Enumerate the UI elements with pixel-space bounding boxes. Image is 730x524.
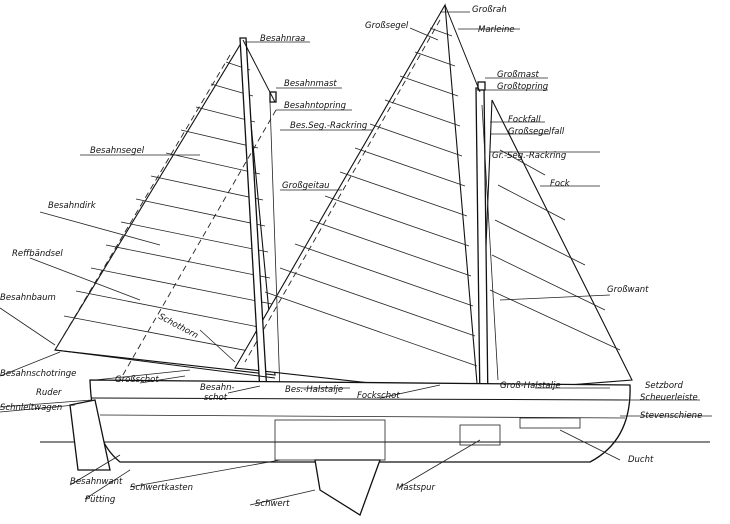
label-grossrah: Großrah: [472, 5, 507, 15]
label-schwertkasten: Schwertkasten: [130, 483, 193, 493]
schwert-centreboard: [314, 459, 381, 516]
label-besahnraa: Besahnraa: [260, 34, 305, 44]
ruder-rudder: [69, 399, 111, 471]
label-besahnbaum: Besahnbaum: [0, 293, 56, 303]
label-grosstopring: Großtopring: [497, 82, 549, 92]
hull-plank: [99, 414, 626, 419]
label-schwert: Schwert: [255, 499, 290, 509]
label-gross-halstalje: Groß-Halstalje: [500, 381, 561, 391]
label-besahnschot: Besahn-schot: [200, 383, 235, 403]
grosssegel-sail: [234, 3, 479, 396]
label-grossmast: Großmast: [497, 70, 540, 80]
label-besahnwant: Besahnwant: [70, 477, 123, 487]
label-fockschot: Fockschot: [357, 391, 400, 401]
grossmast-mast: [475, 87, 489, 406]
besahnraa-gaff: [242, 39, 276, 103]
label-stevenschiene: Stevenschiene: [640, 411, 702, 421]
label-grosssegel: Großsegel: [365, 21, 409, 31]
label-grossgeitau: Großgeitau: [282, 181, 330, 191]
besahnmast-topring: [269, 91, 277, 103]
label-marleine: Marleine: [478, 25, 515, 35]
grosswant-shroud: [481, 104, 499, 381]
besahnbaum-boom: [54, 349, 276, 379]
label-mastspur: Mastspur: [396, 483, 436, 493]
label-besahnsegel: Besahnsegel: [90, 146, 145, 156]
label-fock: Fock: [550, 179, 571, 189]
label-scheuerleiste: Scheuerleiste: [640, 393, 698, 403]
label-ruder: Ruder: [36, 388, 62, 398]
besahnsegel-sail: [54, 38, 276, 376]
label-besahntopring: Besahntopring: [284, 101, 347, 111]
label-fockfall: Fockfall: [508, 115, 541, 125]
schwertkasten-box: [274, 419, 386, 461]
label-grosssegelfall: Großsegelfall: [508, 127, 565, 137]
besahnwant-shroud: [269, 101, 281, 393]
grosssegel-reef-lines: [244, 19, 478, 367]
leader-lines: [0, 11, 712, 506]
label-besahndirk: Besahndirk: [48, 201, 97, 211]
label-besahnmast: Besahnmast: [284, 79, 337, 89]
label-grossschot: Großschot: [115, 375, 159, 385]
label-reffbaendsel: Reffbändsel: [12, 249, 63, 259]
label-setzbord: Setzbord: [645, 381, 684, 391]
mastspur-step: [459, 424, 501, 446]
label-ducht: Ducht: [628, 455, 654, 465]
label-puetting: Pütting: [85, 495, 116, 505]
scheuerleiste-rail: [91, 397, 629, 401]
grossgeitau-line: [119, 109, 277, 381]
label-grosswant: Großwant: [607, 285, 649, 295]
fock-sail: [479, 99, 633, 393]
label-gr-seg-rackring: Gr.-Seg.-Rackring: [492, 151, 567, 161]
label-schnleitwagen: Schnleitwagen: [0, 403, 62, 413]
fock-reef-lines: [489, 149, 621, 351]
grossrah-yard: [444, 4, 481, 93]
ducht-thwart: [519, 417, 581, 429]
label-besahnschotringe: Besahnschotringe: [0, 369, 76, 379]
label-bes-seg-rackring: Bes.Seg.-Rackring: [290, 121, 368, 131]
label-bes-halstalje: Bes.-Halstalje: [285, 385, 343, 395]
grossschot-line: [94, 369, 191, 381]
